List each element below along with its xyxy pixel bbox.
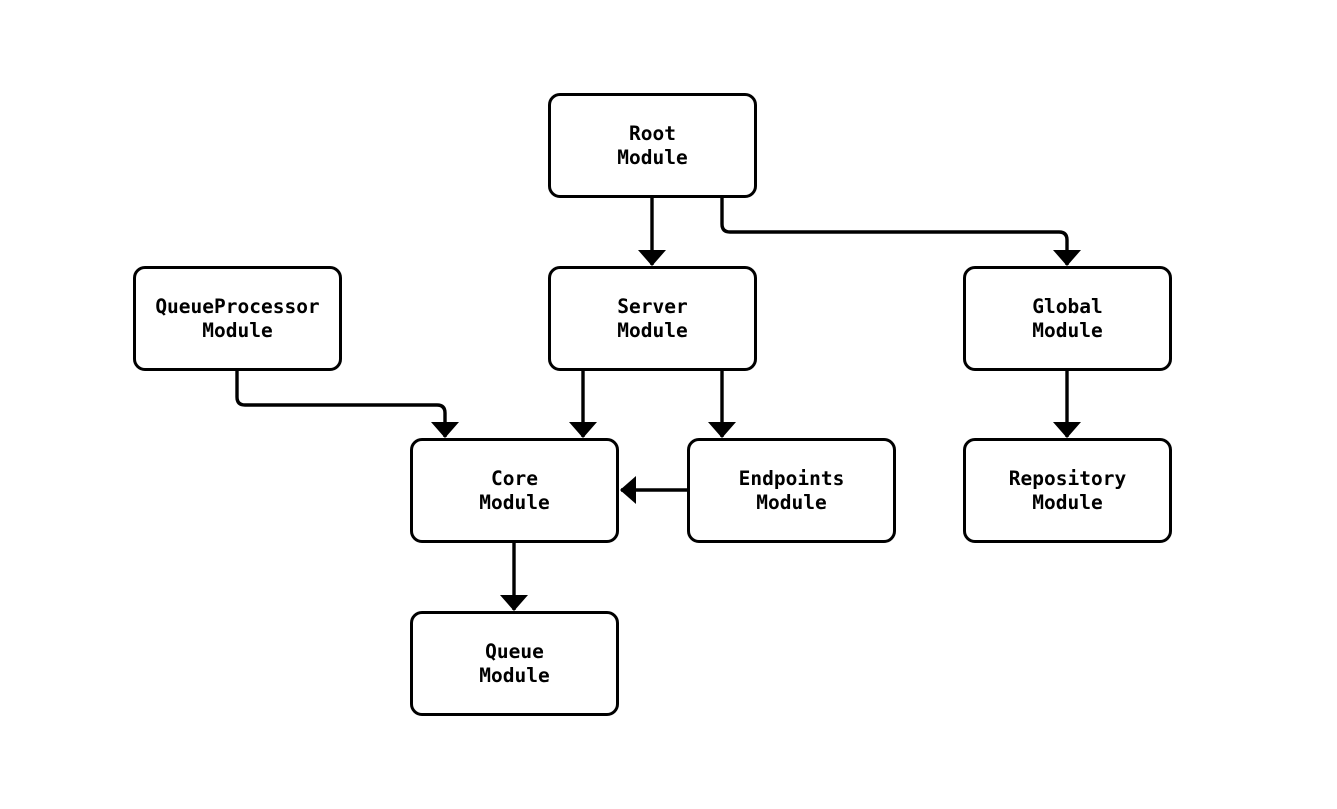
- edges-group: [235, 198, 1081, 611]
- node-endpoints-label-line: Endpoints: [738, 466, 845, 490]
- node-endpoints-label-line: Module: [756, 490, 827, 514]
- node-server-label-line: Server: [617, 294, 688, 318]
- node-repository-label-line: Module: [1032, 490, 1103, 514]
- node-repository-label-line: Repository: [1008, 466, 1127, 490]
- node-queueprocessor-label-line: QueueProcessor: [155, 294, 320, 318]
- node-queue-label-line: Module: [479, 663, 550, 687]
- edge-queueprocessor-to-core: [235, 371, 459, 438]
- node-global-label-line: Global: [1032, 294, 1103, 318]
- edge-root-to-global: [720, 198, 1081, 266]
- node-server-label-line: Module: [617, 318, 688, 342]
- node-core-label-line: Module: [479, 490, 550, 514]
- node-core-label-line: Core: [491, 466, 538, 490]
- node-queueprocessor-label-line: Module: [202, 318, 273, 342]
- node-global-label-line: Module: [1032, 318, 1103, 342]
- node-queue-label-line: Queue: [485, 639, 544, 663]
- node-root-label-line: Module: [617, 145, 688, 169]
- node-root-label-line: Root: [629, 121, 676, 145]
